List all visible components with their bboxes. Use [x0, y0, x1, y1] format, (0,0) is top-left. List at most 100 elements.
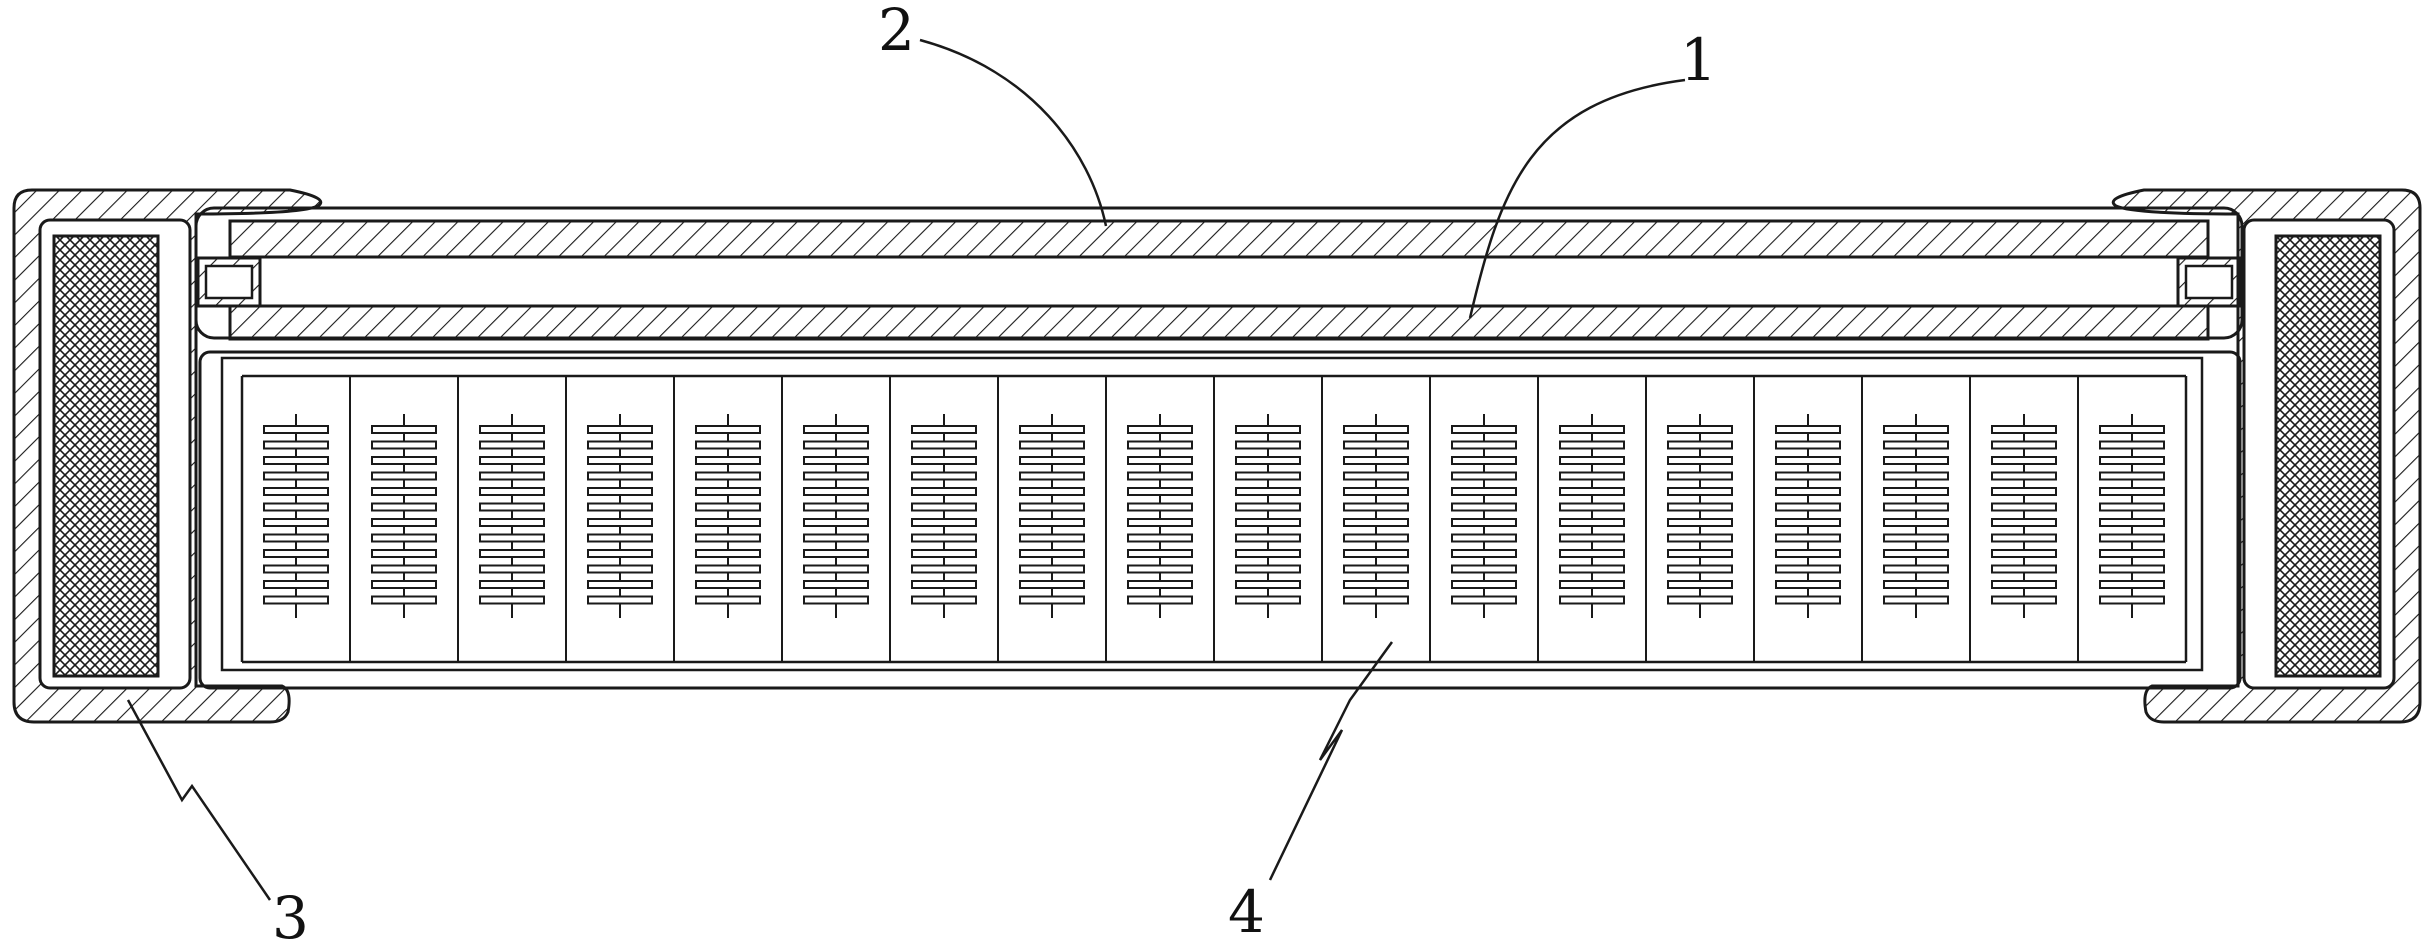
- cell-rung: [1667, 518, 1733, 527]
- cell-rung: [2099, 425, 2165, 434]
- cell-rung: [1667, 425, 1733, 434]
- cell-rung: [1451, 564, 1517, 574]
- cell-rung: [911, 425, 977, 434]
- cell-rung: [1235, 549, 1301, 558]
- cell-rung: [371, 533, 437, 543]
- leader-1: [1468, 78, 1686, 319]
- cell-rung: [1235, 456, 1301, 465]
- cell-rung: [1343, 471, 1409, 481]
- left-frame: [12, 188, 323, 724]
- cell-rung: [263, 487, 329, 496]
- cell-rung: [1775, 595, 1841, 605]
- cell-rung: [1667, 533, 1733, 543]
- cell: [565, 376, 653, 662]
- cell-rung: [479, 533, 545, 543]
- cell-rung: [1559, 595, 1625, 605]
- right-seal-block: [2176, 256, 2242, 308]
- cell-rung: [803, 518, 869, 527]
- cell-rung: [1127, 595, 1193, 605]
- cell-rung: [1019, 518, 1085, 527]
- cell-rung: [1991, 440, 2057, 450]
- cell-rung: [479, 595, 545, 605]
- cell-rung: [479, 564, 545, 574]
- cell-rung: [803, 471, 869, 481]
- cell-rung: [2099, 580, 2165, 589]
- cell-rung: [1883, 425, 1949, 434]
- cell-rung: [587, 425, 653, 434]
- cell-rung: [263, 502, 329, 512]
- cell-rung: [695, 595, 761, 605]
- cell-rung: [1991, 580, 2057, 589]
- cell-rung: [1235, 440, 1301, 450]
- cell-rung: [2099, 564, 2165, 574]
- cell-rung: [1775, 502, 1841, 512]
- cell-rung: [1451, 518, 1517, 527]
- cell-rung: [1451, 425, 1517, 434]
- cell-rung: [1019, 425, 1085, 434]
- cell-rung: [1559, 518, 1625, 527]
- cell-rung: [1127, 425, 1193, 434]
- callout-3-label: 3: [272, 884, 309, 952]
- cell-rung: [695, 502, 761, 512]
- cell-rung: [1451, 580, 1517, 589]
- cell-rung: [1127, 533, 1193, 543]
- cell-rung: [1775, 440, 1841, 450]
- leader-3: [126, 699, 272, 901]
- cell-rung: [1019, 564, 1085, 574]
- cell-rung: [1667, 471, 1733, 481]
- cell-rung: [1775, 425, 1841, 434]
- cell-rung: [1451, 456, 1517, 465]
- cell-rung: [1451, 533, 1517, 543]
- cell-rung: [911, 456, 977, 465]
- cell-rung: [695, 425, 761, 434]
- cell-rung: [1883, 549, 1949, 558]
- cell: [1429, 376, 1517, 662]
- cell-rung: [1883, 440, 1949, 450]
- cell: [2077, 376, 2165, 662]
- cell-rung: [263, 533, 329, 543]
- cell-rung: [2099, 471, 2165, 481]
- cell-rung: [479, 549, 545, 558]
- cell-rung: [1775, 471, 1841, 481]
- cell-rung: [911, 471, 977, 481]
- cell-rung: [2099, 487, 2165, 496]
- cell-rung: [1343, 425, 1409, 434]
- cell-rung: [263, 440, 329, 450]
- cell-rung: [371, 549, 437, 558]
- cell-rung: [1343, 518, 1409, 527]
- cell-rung: [695, 518, 761, 527]
- cell-rung: [371, 580, 437, 589]
- cell-rung: [1559, 549, 1625, 558]
- cell-rung: [1019, 533, 1085, 543]
- cell-rung: [1451, 502, 1517, 512]
- top-plate: [228, 219, 2210, 259]
- cell-rung: [1667, 595, 1733, 605]
- cell: [781, 376, 869, 662]
- cell-rung: [1235, 533, 1301, 543]
- cell-rung: [1127, 502, 1193, 512]
- cell-rung: [1127, 564, 1193, 574]
- cell-rung: [479, 440, 545, 450]
- cell-rung: [803, 595, 869, 605]
- cell-rung: [1127, 580, 1193, 589]
- cell-rung: [479, 580, 545, 589]
- callout-4-label: 4: [1228, 878, 1265, 946]
- cell-rung: [263, 549, 329, 558]
- cell-rung: [479, 487, 545, 496]
- cell-rung: [1559, 487, 1625, 496]
- cell-rung: [479, 518, 545, 527]
- cell-rung: [587, 518, 653, 527]
- cell-rung: [1667, 456, 1733, 465]
- cell-rung: [371, 518, 437, 527]
- cell-rung: [1235, 595, 1301, 605]
- cell-rung: [1883, 518, 1949, 527]
- cell-rung: [1559, 440, 1625, 450]
- cell: [1969, 376, 2057, 662]
- cell: [263, 414, 329, 618]
- leader-2: [919, 38, 1108, 227]
- cell-rung: [911, 502, 977, 512]
- cell-rung: [1883, 502, 1949, 512]
- cell-rung: [263, 456, 329, 465]
- cell-rung: [1127, 456, 1193, 465]
- cell-rung: [1991, 456, 2057, 465]
